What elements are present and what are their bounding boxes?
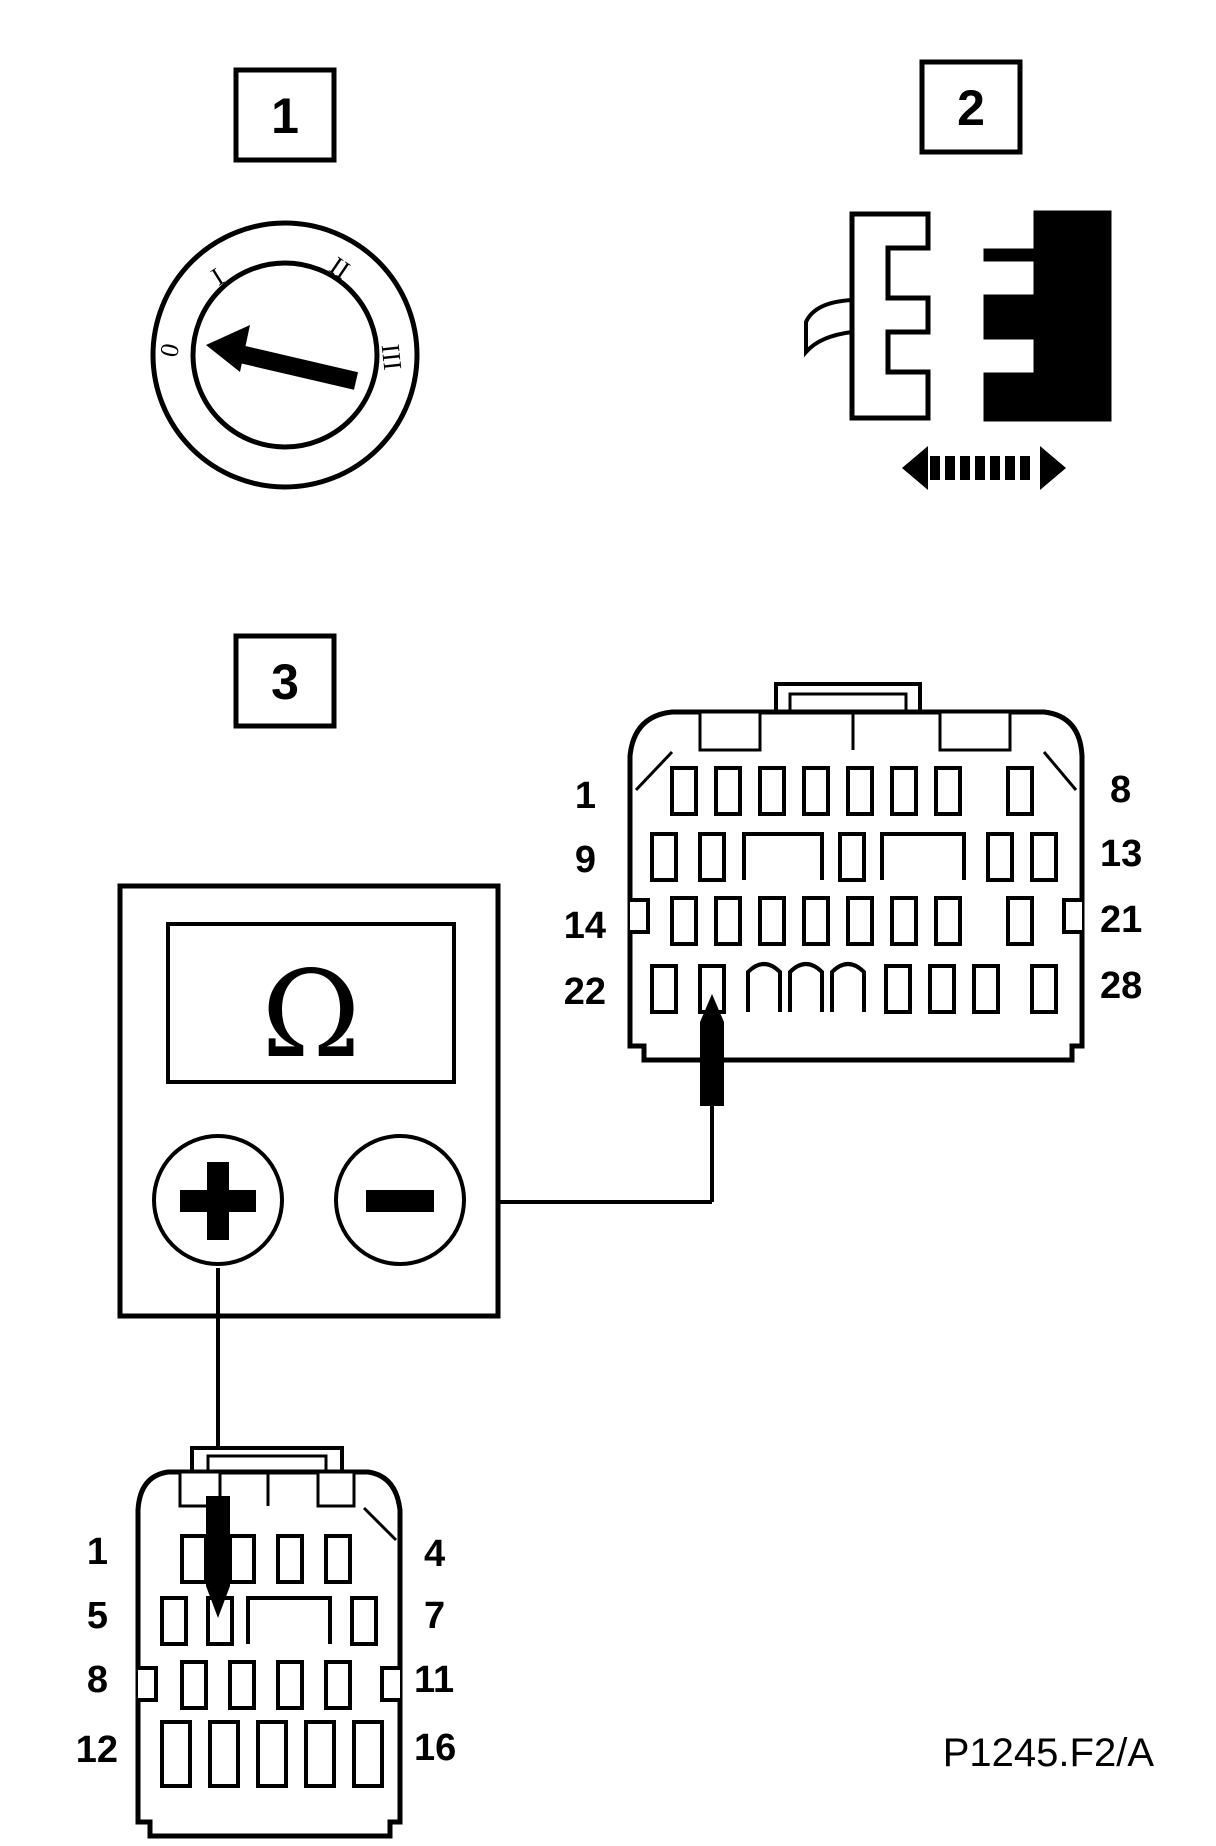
pin-label-9: 9 bbox=[575, 839, 596, 881]
connector-28-pin: 1 8 9 13 14 21 22 28 bbox=[564, 682, 1142, 1063]
pin-label-28: 28 bbox=[1100, 965, 1142, 1007]
pin-label-12: 12 bbox=[76, 1729, 118, 1771]
connector-16-pin: 1 4 5 7 8 11 12 16 bbox=[76, 1446, 456, 1839]
pin-label-8: 8 bbox=[87, 1659, 108, 1701]
step-2-label: 2 bbox=[957, 80, 985, 136]
step-1-box: 1 bbox=[233, 67, 337, 163]
plus-terminal bbox=[152, 1134, 284, 1266]
pin-label-8: 8 bbox=[1110, 769, 1131, 811]
key-arrow-icon bbox=[206, 325, 359, 390]
socket-half-icon bbox=[983, 210, 1112, 422]
pin-label-7: 7 bbox=[424, 1595, 445, 1637]
wire-harness-icon bbox=[804, 297, 854, 358]
pin-label-1: 1 bbox=[575, 775, 596, 817]
figure-reference: P1245.F2/A bbox=[943, 1731, 1155, 1775]
step-2-box: 2 bbox=[919, 59, 1023, 155]
step-3-label: 3 bbox=[271, 654, 299, 710]
positive-probe-icon bbox=[206, 1496, 230, 1618]
negative-probe-icon bbox=[700, 994, 724, 1202]
pin-label-16: 16 bbox=[414, 1727, 456, 1769]
pin-label-5: 5 bbox=[87, 1595, 108, 1637]
pin-label-11: 11 bbox=[414, 1659, 454, 1701]
minus-terminal bbox=[334, 1134, 466, 1266]
ignition-dial: 0 I II III bbox=[150, 220, 420, 490]
pin-label-1: 1 bbox=[87, 1531, 108, 1573]
step-1-label: 1 bbox=[271, 88, 299, 144]
pin-label-14: 14 bbox=[564, 905, 606, 947]
pin-label-22: 22 bbox=[564, 971, 606, 1013]
dial-position-0: 0 bbox=[154, 341, 185, 360]
double-arrow-icon bbox=[902, 446, 1066, 490]
step-3-box: 3 bbox=[233, 633, 337, 729]
pin-label-13: 13 bbox=[1100, 833, 1142, 875]
dial-position-3: III bbox=[376, 343, 408, 372]
ohmmeter: Ω bbox=[117, 883, 501, 1319]
plug-half-icon bbox=[849, 211, 931, 421]
minus-icon bbox=[366, 1190, 434, 1212]
pin-label-21: 21 bbox=[1100, 899, 1142, 941]
pin-label-4: 4 bbox=[424, 1533, 445, 1575]
connector-disconnect-illustration bbox=[804, 210, 1112, 490]
meter-display bbox=[166, 922, 456, 1084]
ohm-symbol: Ω bbox=[261, 946, 361, 1085]
